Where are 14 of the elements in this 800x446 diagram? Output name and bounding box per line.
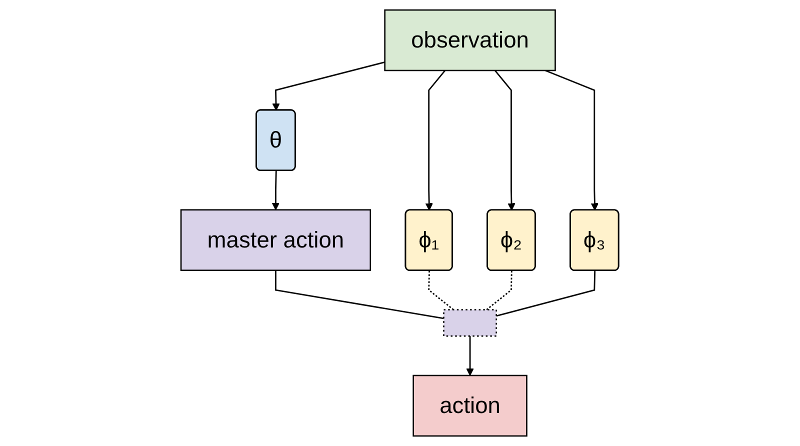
connector — [496, 270, 596, 317]
arrow — [272, 61, 386, 111]
arrow — [545, 70, 599, 211]
connector — [486, 270, 513, 310]
connector — [275, 270, 444, 320]
node-box: observation — [384, 9, 556, 72]
arrow — [425, 70, 446, 211]
arrow — [494, 70, 516, 211]
node-box: master action — [180, 209, 372, 271]
node-box: action — [412, 374, 528, 437]
connector — [428, 270, 454, 310]
arrow — [466, 336, 474, 376]
node-box — [443, 309, 498, 337]
arrow — [272, 170, 280, 210]
